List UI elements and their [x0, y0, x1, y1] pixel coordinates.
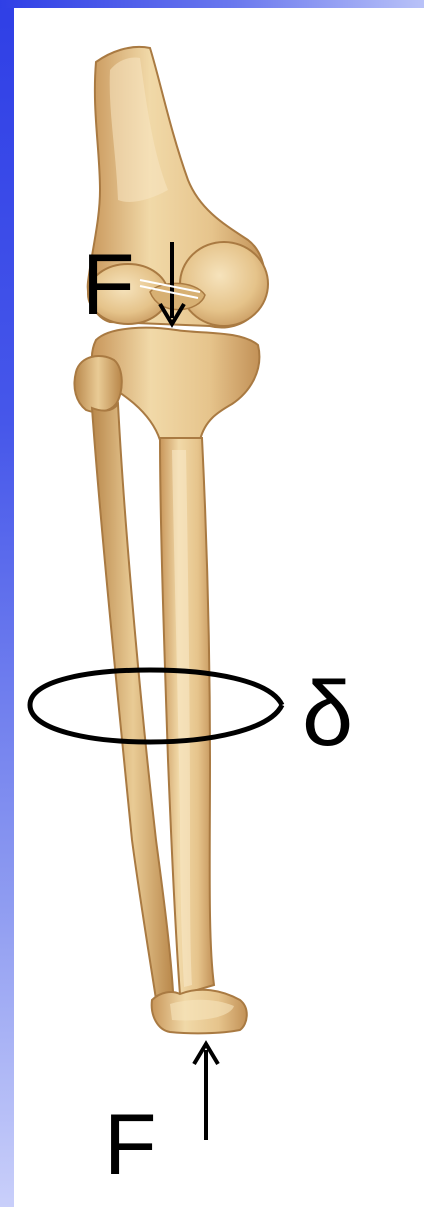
force-label-bottom: F: [104, 1102, 157, 1188]
torsion-ring-front: [30, 705, 282, 742]
humerus-condyle-lateral: [180, 242, 268, 326]
torsion-delta-label: δ: [302, 668, 353, 760]
force-label-top: F: [82, 242, 135, 328]
torsion-ring-back: [30, 670, 282, 705]
radius-proximal-head: [74, 356, 121, 412]
arrow-up-icon: [194, 1044, 218, 1140]
